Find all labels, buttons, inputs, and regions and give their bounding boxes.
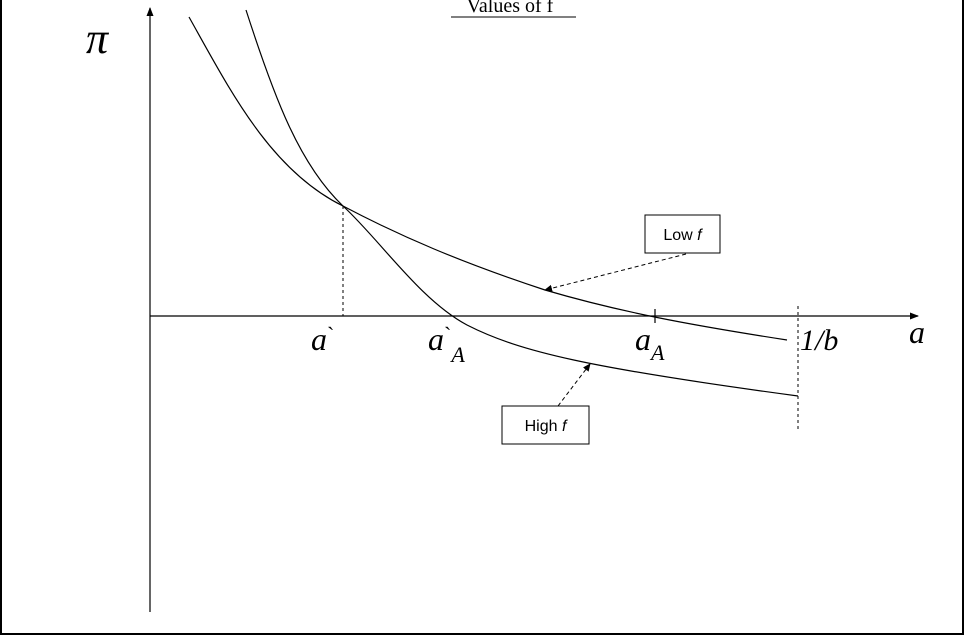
high-f-pointer-arrow	[557, 363, 591, 407]
tick-label-one-over-b: 1/b	[800, 324, 838, 357]
low-f-pointer-arrow	[544, 253, 687, 292]
tick-label-a-prime-A: a`A	[428, 321, 465, 367]
high-f-curve	[245, 9, 799, 397]
tick-label-a-A: aA	[635, 321, 665, 365]
x-axis-symbol: a	[909, 314, 925, 350]
tick-label-a-prime: a`	[311, 321, 334, 357]
low-f-label-box	[644, 214, 721, 254]
low-f-curve	[188, 16, 788, 341]
y-axis-symbol: π	[86, 14, 110, 63]
high-f-label-box	[501, 405, 590, 445]
low-f-label: Low f	[663, 227, 703, 244]
diagram-title: Values of f	[467, 0, 554, 17]
high-f-label: High f	[525, 418, 568, 435]
